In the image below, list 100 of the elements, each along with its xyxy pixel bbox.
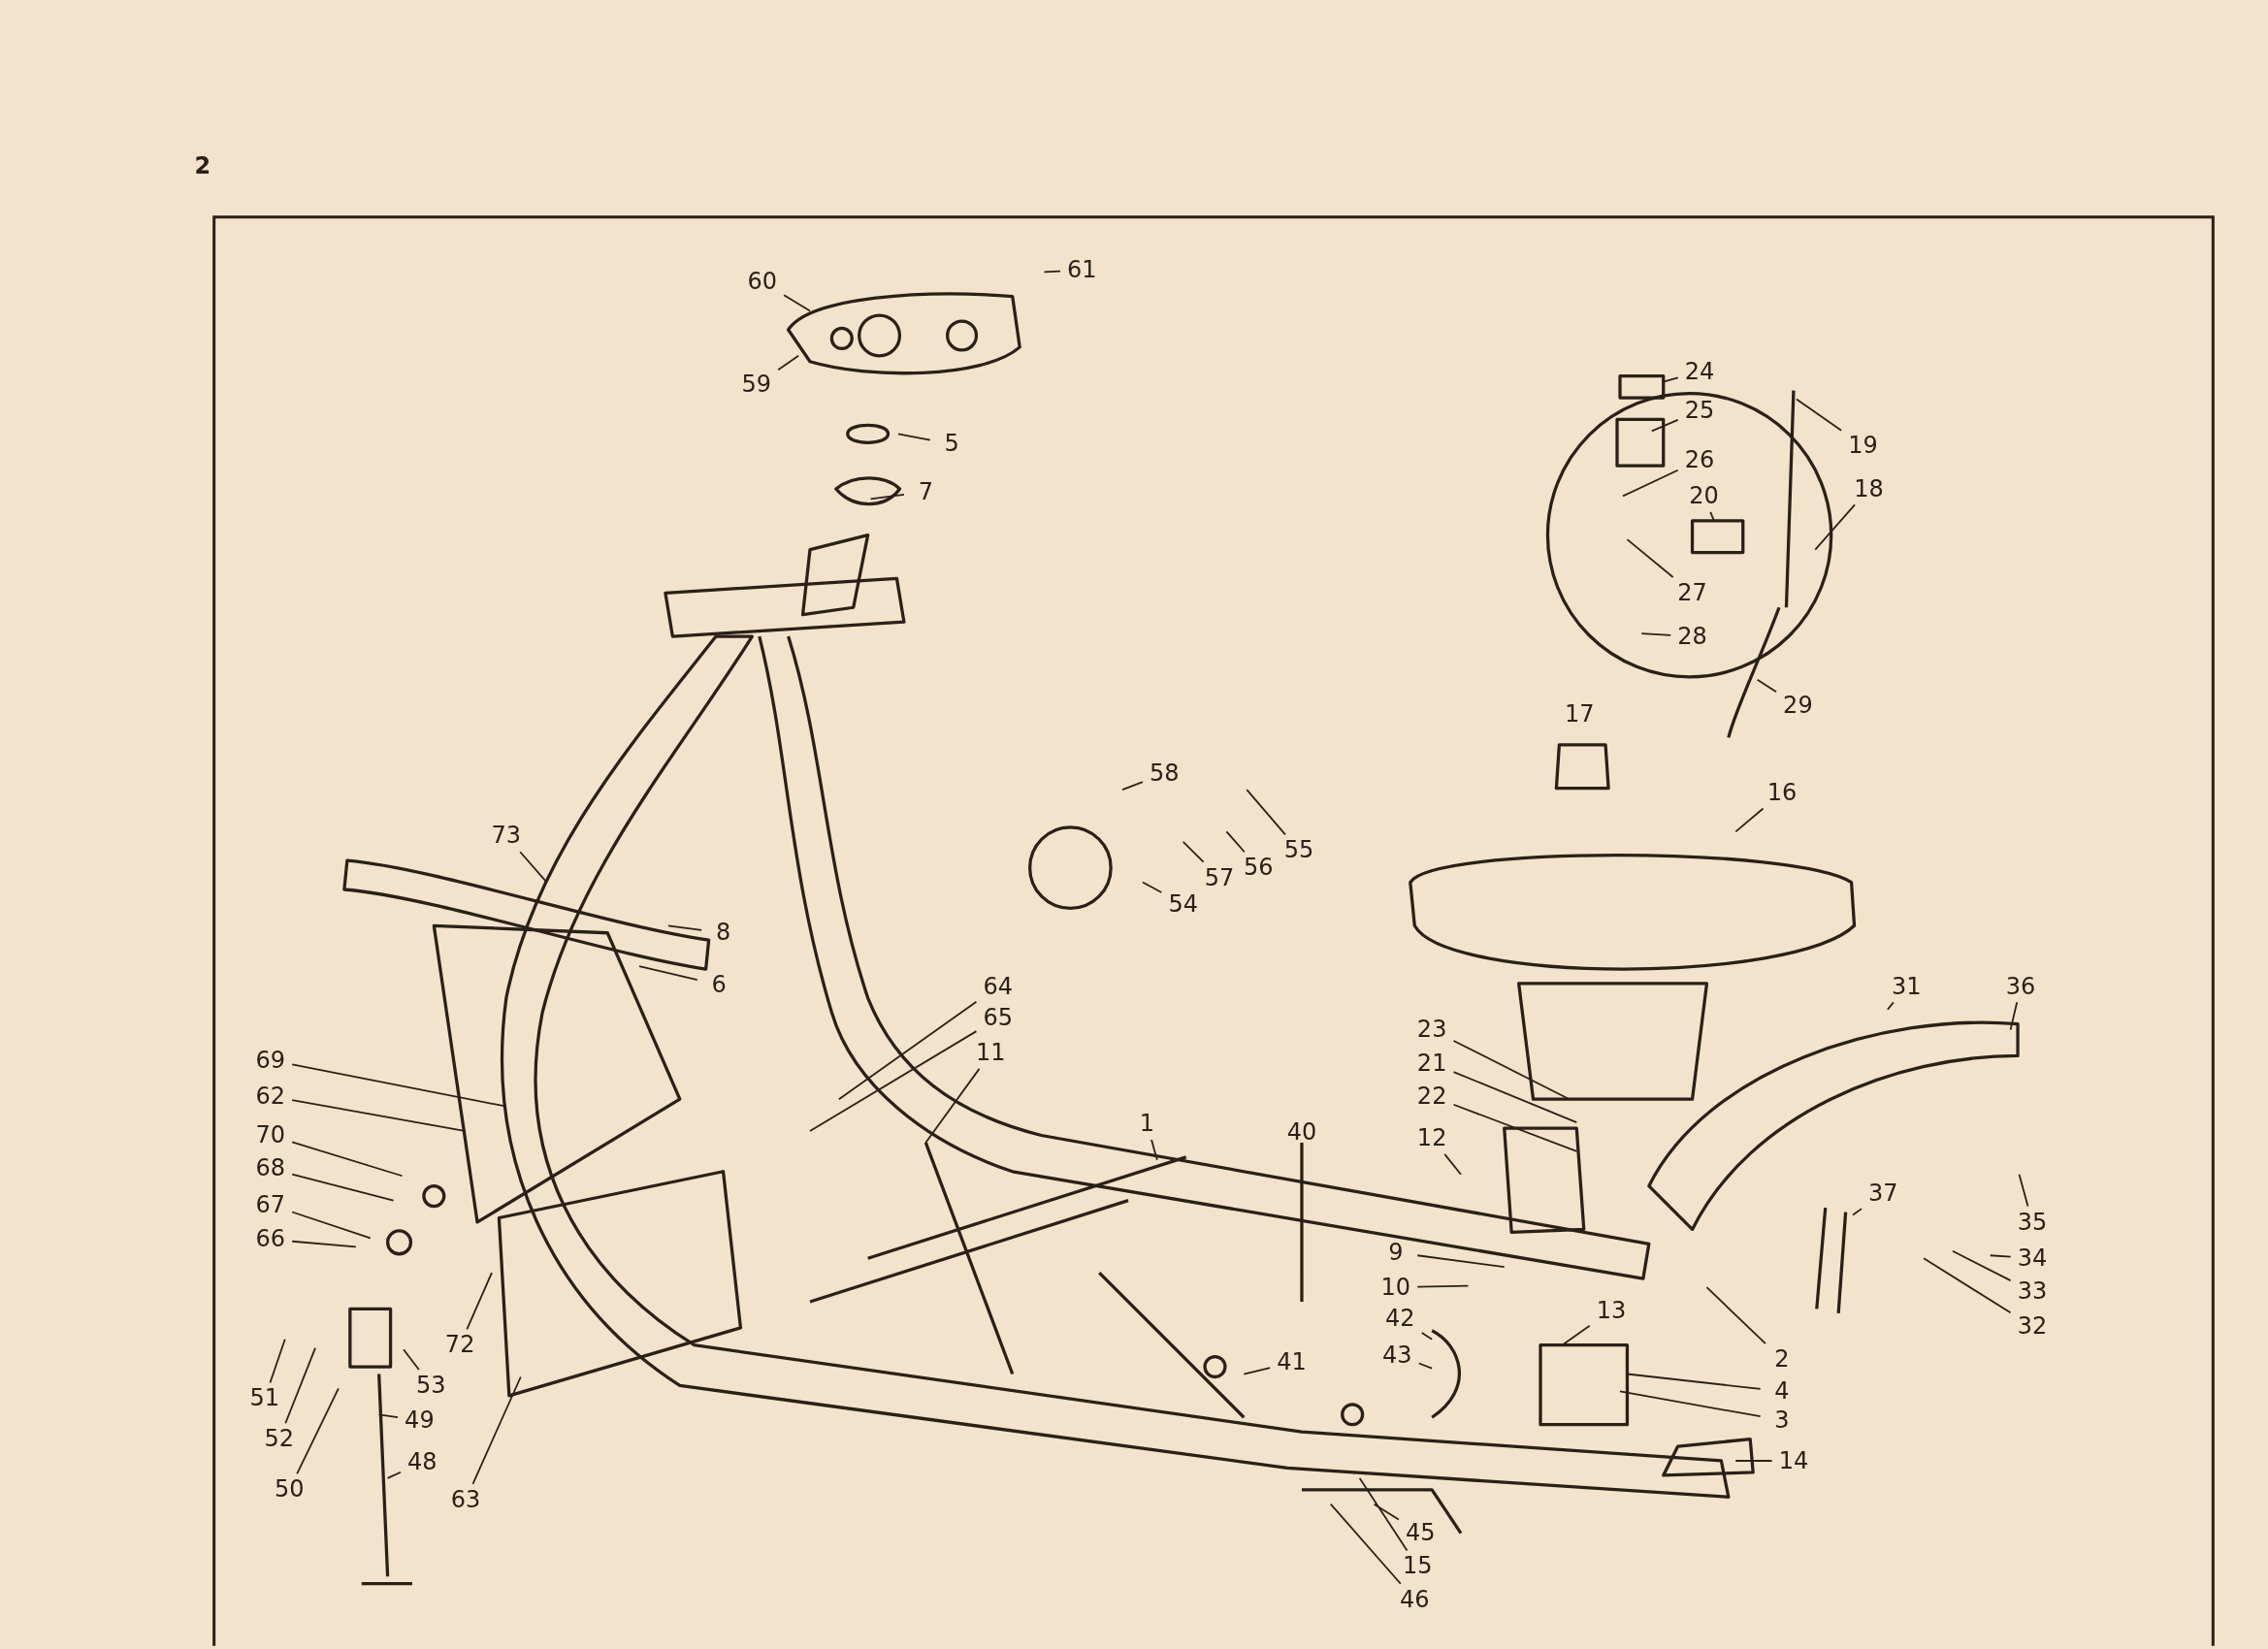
leader-line xyxy=(1756,678,1777,694)
leader-line xyxy=(1142,881,1163,893)
leader-line xyxy=(1416,1284,1470,1288)
callout-number: 51 xyxy=(243,1382,287,1415)
callout-number: 8 xyxy=(701,917,745,950)
leader-line xyxy=(1243,1367,1272,1375)
callout-number: 72 xyxy=(437,1329,482,1362)
leader-line xyxy=(1662,376,1679,383)
leader-line xyxy=(897,433,931,441)
callout-number: 23 xyxy=(1409,1014,1454,1047)
callout-number: 1 xyxy=(1125,1108,1169,1140)
leader-line xyxy=(1734,807,1765,833)
leader-line xyxy=(1989,1254,2012,1258)
callout-number: 34 xyxy=(2010,1242,2055,1275)
leader-line xyxy=(377,1413,399,1418)
callout-number: 20 xyxy=(1682,480,1726,512)
callout-number: 48 xyxy=(401,1446,444,1478)
leader-line xyxy=(1452,1071,1578,1123)
leader-line xyxy=(296,1387,340,1475)
callout-number: 13 xyxy=(1589,1294,1634,1327)
leader-line xyxy=(1043,270,1061,274)
leader-line xyxy=(1420,1332,1434,1341)
leader-line xyxy=(809,1030,978,1132)
callout-number: 32 xyxy=(2010,1310,2055,1342)
callout-number: 35 xyxy=(2010,1206,2055,1239)
callout-number: 12 xyxy=(1409,1122,1454,1154)
callout-number: 9 xyxy=(1374,1236,1418,1269)
leader-line xyxy=(777,354,799,372)
callout-number: 58 xyxy=(1142,758,1186,791)
leader-line xyxy=(1452,1040,1571,1101)
leader-line xyxy=(1650,419,1679,433)
callout-number: 26 xyxy=(1677,443,1722,476)
leader-line xyxy=(291,1240,357,1248)
leader-line xyxy=(1246,789,1286,836)
leader-line xyxy=(466,1272,493,1331)
leader-line xyxy=(1121,781,1144,792)
callout-number: 46 xyxy=(1392,1583,1437,1616)
callout-number: 15 xyxy=(1395,1550,1440,1583)
callout-number: 25 xyxy=(1677,395,1722,427)
callout-number: 68 xyxy=(248,1152,293,1185)
callout-number: 11 xyxy=(969,1037,1013,1069)
leader-line xyxy=(291,1173,395,1202)
callout-number: 7 xyxy=(903,475,948,508)
callout-number: 24 xyxy=(1677,355,1722,388)
leader-line xyxy=(1886,1001,1895,1011)
leader-line xyxy=(291,1063,507,1108)
callout-number: 69 xyxy=(248,1044,293,1077)
callout-number: 43 xyxy=(1376,1339,1419,1372)
leader-line xyxy=(1814,503,1856,551)
leader-line xyxy=(1150,1139,1158,1161)
callout-number: 27 xyxy=(1670,576,1714,609)
callout-number: 73 xyxy=(484,820,529,853)
leader-line xyxy=(1852,1208,1863,1216)
callout-number: 67 xyxy=(248,1188,293,1221)
callout-number: 50 xyxy=(267,1473,311,1506)
leader-line xyxy=(291,1211,372,1240)
callout-number: 21 xyxy=(1409,1047,1454,1080)
leader-line xyxy=(667,924,703,931)
callout-number: 59 xyxy=(734,369,779,401)
callout-number: 10 xyxy=(1374,1271,1418,1304)
leader-line xyxy=(1225,830,1246,854)
leader-line xyxy=(1709,510,1715,522)
leader-line xyxy=(1626,538,1674,578)
leader-line xyxy=(1452,1103,1578,1152)
callout-number: 65 xyxy=(976,1002,1021,1035)
leader-line xyxy=(403,1348,420,1371)
leader-line xyxy=(1619,1390,1762,1418)
leader-line xyxy=(291,1141,404,1178)
leader-line xyxy=(1952,1249,2012,1282)
leader-line xyxy=(1626,1373,1762,1390)
leader-line xyxy=(1182,840,1205,863)
callout-number: 53 xyxy=(408,1370,453,1402)
leader-line xyxy=(924,1068,981,1144)
leader-line xyxy=(284,1346,316,1425)
leader-line xyxy=(471,1375,522,1485)
leader-line xyxy=(1640,632,1672,636)
leader-line xyxy=(783,294,811,312)
leader-line xyxy=(1705,1286,1766,1345)
callout-number: 6 xyxy=(697,969,741,1001)
leader-line xyxy=(386,1471,402,1479)
leader-line xyxy=(837,1000,978,1101)
leader-line xyxy=(519,851,548,884)
callout-number: 18 xyxy=(1847,472,1891,505)
callout-number: 62 xyxy=(248,1080,293,1113)
callout-number: 42 xyxy=(1378,1303,1422,1336)
leader-line xyxy=(1443,1153,1462,1176)
callout-number: 45 xyxy=(1398,1517,1442,1549)
callout-number: 22 xyxy=(1409,1080,1454,1113)
callout-number: 28 xyxy=(1670,620,1714,653)
leader-line xyxy=(638,965,698,982)
leader-line xyxy=(1734,1460,1773,1462)
leader-line xyxy=(2018,1173,2029,1208)
callout-number: 60 xyxy=(740,266,785,299)
leader-line xyxy=(869,494,905,501)
leader-line xyxy=(2009,1001,2019,1031)
page-number: 2 xyxy=(193,151,212,182)
callout-number: 52 xyxy=(257,1423,302,1455)
callout-number: 16 xyxy=(1760,776,1804,809)
callout-number: 5 xyxy=(929,428,974,461)
leader-line xyxy=(1561,1324,1591,1346)
